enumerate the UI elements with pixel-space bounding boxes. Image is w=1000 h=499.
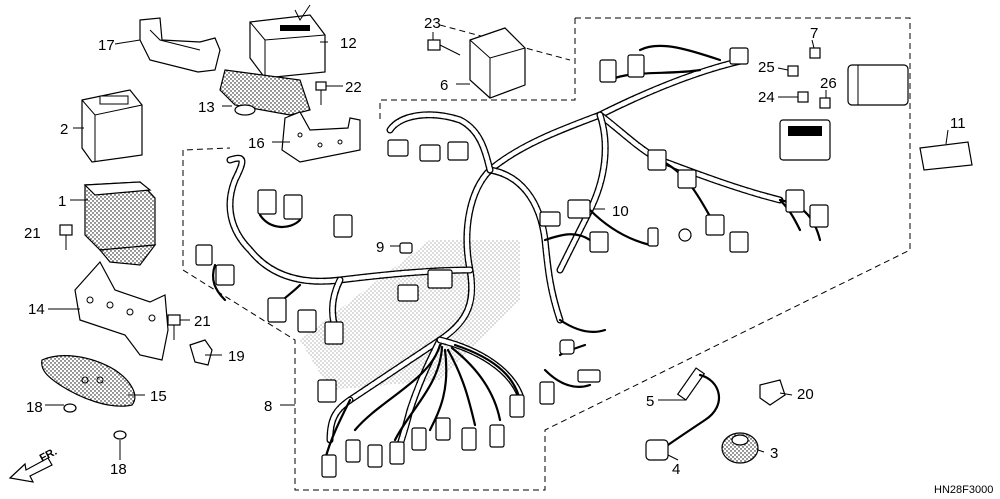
- harness-shading: [300, 240, 520, 390]
- part-14-bracket: [74, 260, 169, 361]
- part-22-bolt: [315, 81, 343, 105]
- callout-26: 26: [820, 75, 837, 92]
- callout-1: 1: [58, 193, 66, 210]
- callout-20: 20: [797, 386, 814, 403]
- part-19-clamp: [189, 339, 213, 366]
- callout-14: 14: [28, 301, 45, 318]
- part-13-mount: [219, 69, 311, 116]
- callout-4: 4: [672, 461, 680, 478]
- part-6-regulator: [469, 27, 526, 99]
- part-3-grommet: [721, 432, 759, 464]
- part-17-bracket: [139, 17, 221, 73]
- callout-16: 16: [248, 135, 265, 152]
- part-12-control-unit: [249, 4, 326, 79]
- fuse-box: [779, 64, 909, 161]
- callout-8: 8: [264, 398, 272, 415]
- part-9-connector: [399, 242, 413, 254]
- front-direction-arrow: FR.: [8, 446, 59, 483]
- callout-21: 21: [194, 313, 211, 330]
- direction-label: FR.: [38, 446, 59, 465]
- callout-7: 7: [810, 25, 818, 42]
- branch-wires: [211, 44, 822, 462]
- callout-5: 5: [646, 393, 654, 410]
- callout-19: 19: [228, 348, 245, 365]
- callout-21: 21: [24, 225, 41, 242]
- part-15-cover: [41, 355, 136, 407]
- callout-12: 12: [340, 35, 357, 52]
- callout-18: 18: [26, 399, 43, 416]
- callout-15: 15: [150, 388, 167, 405]
- callout-10: 10: [612, 203, 629, 220]
- harness-boundary: [182, 17, 911, 491]
- callout-22: 22: [345, 79, 362, 96]
- part-5-sensor: [666, 367, 721, 447]
- callout-25: 25: [758, 59, 775, 76]
- parts-small-relays: [787, 47, 831, 109]
- callout-2: 2: [60, 121, 68, 138]
- part-16-stay: [281, 111, 361, 163]
- callout-labels: 1234567891011121314151617181819202121222…: [24, 15, 966, 478]
- leader-lines: [45, 32, 949, 461]
- part-18-grommets: [63, 403, 127, 440]
- callout-23: 23: [424, 15, 441, 32]
- callout-18: 18: [110, 461, 127, 478]
- callout-6: 6: [440, 77, 448, 94]
- callout-17: 17: [98, 37, 115, 54]
- callout-3: 3: [770, 445, 778, 462]
- part-10-connector: [567, 199, 591, 219]
- callout-11: 11: [950, 115, 966, 132]
- callout-13: 13: [198, 99, 215, 116]
- part-4-sensor: [645, 439, 669, 461]
- part-20-clip: [759, 379, 786, 406]
- harness-connectors: [195, 47, 829, 478]
- callout-9: 9: [376, 239, 384, 256]
- part-2-relay: [81, 89, 143, 163]
- diagram-code: HN28F3000: [934, 484, 993, 496]
- callout-24: 24: [758, 89, 775, 106]
- part-1-cover: [83, 181, 157, 266]
- part-23-bolt: [427, 39, 461, 56]
- part-11-label: [919, 141, 973, 171]
